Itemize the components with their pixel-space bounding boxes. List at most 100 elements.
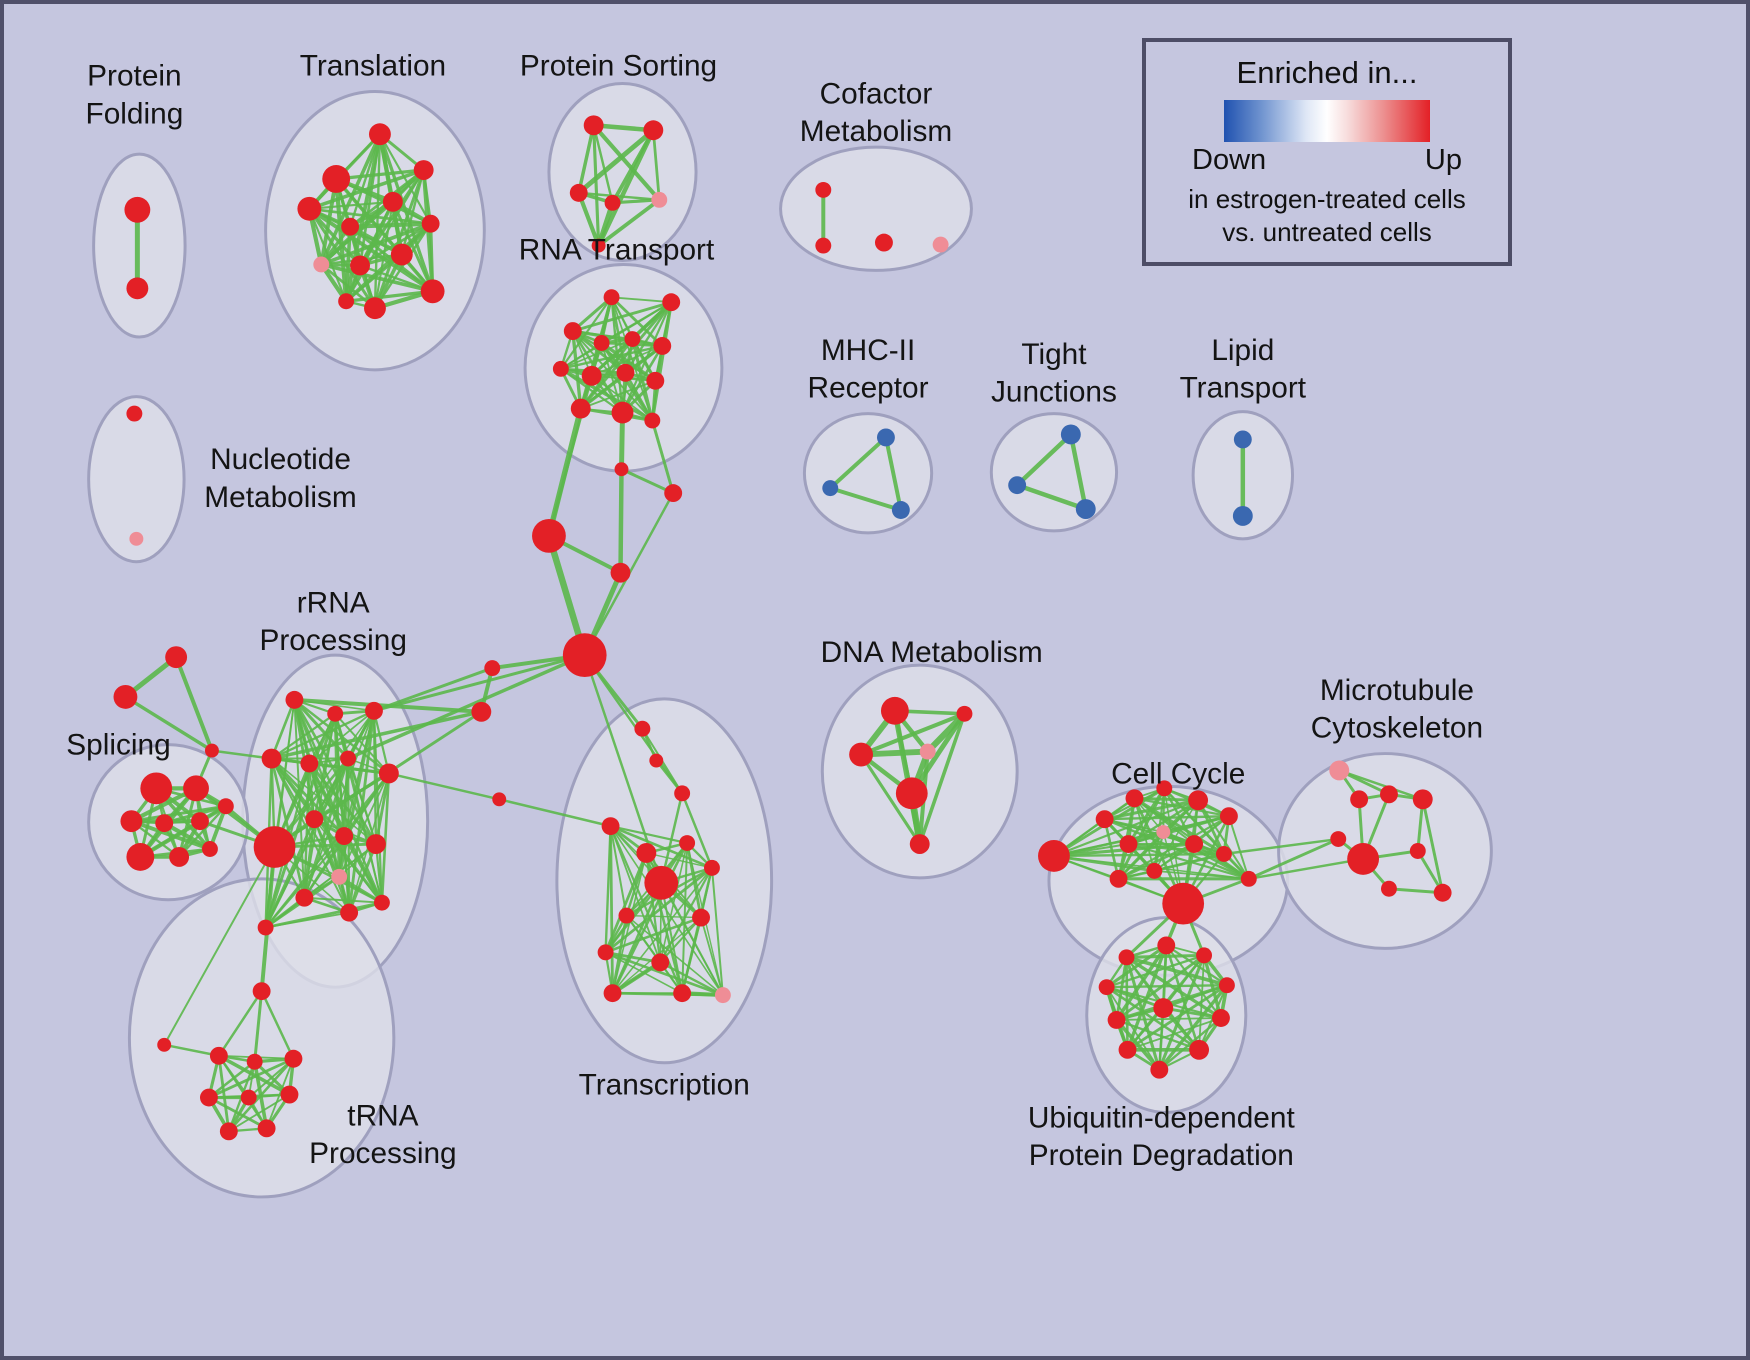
cluster-ellipse-nucleotide-metabolism <box>87 395 186 564</box>
edge-rr1-rr4 <box>270 698 296 760</box>
edge-rr2-rr16 <box>264 712 337 930</box>
edge-rr3-rr8 <box>273 710 375 848</box>
edge-cn5-rr3 <box>372 653 587 713</box>
node-rt6 <box>653 337 672 355</box>
edge-tc8-tc12 <box>659 866 714 964</box>
node-cc8 <box>1119 835 1138 853</box>
edge-rt13-cn2 <box>650 419 675 495</box>
edge-tc7-tc14 <box>660 881 684 995</box>
node-rt5 <box>624 331 641 347</box>
node-lt2 <box>1232 506 1253 526</box>
edge-rt6-rt7 <box>559 344 664 371</box>
node-mc2 <box>1350 790 1369 809</box>
edge-st2-st3 <box>123 695 214 753</box>
node-mc6 <box>1347 843 1380 875</box>
edge-rr13-rr15 <box>303 896 383 904</box>
node-tr7 <box>421 214 440 233</box>
node-dm6 <box>909 834 930 854</box>
node-cf3 <box>875 233 893 252</box>
node-tc12 <box>651 953 670 972</box>
node-mc5 <box>1330 831 1347 848</box>
node-tn1 <box>252 982 271 1001</box>
edge-ps3-ps5 <box>577 191 661 202</box>
edge-rr7-rr15 <box>380 772 391 904</box>
node-ub5 <box>1218 977 1235 994</box>
edge-rr5-rr13 <box>303 762 311 899</box>
node-rr16 <box>257 919 274 936</box>
edge-tr7-tr12 <box>373 222 432 310</box>
cluster-ellipse-trna-processing <box>127 877 396 1199</box>
edge-cc14-mc5 <box>1247 837 1340 881</box>
edge-sp7-sp9 <box>177 805 228 859</box>
node-cc10 <box>1215 846 1232 862</box>
node-cn4 <box>610 562 631 583</box>
edge-rr11-rr15 <box>337 875 384 905</box>
edge-tj2-tj3 <box>1014 482 1088 512</box>
edge-tc12-tc15 <box>659 961 725 997</box>
node-rt13 <box>644 412 661 429</box>
edge-rr9-rr15 <box>313 818 383 904</box>
node-cc13 <box>1162 882 1205 925</box>
node-ub11 <box>1150 1060 1169 1079</box>
cluster-ellipse-tight-junctions <box>989 412 1119 533</box>
cluster-label-rna-transport: RNA Transport <box>519 233 715 266</box>
node-rr13 <box>295 888 314 907</box>
node-rr12 <box>366 834 386 854</box>
node-cn8 <box>492 792 507 807</box>
node-st2 <box>113 684 138 709</box>
edge-tr6-tr8 <box>319 167 426 267</box>
node-tr6 <box>413 160 434 180</box>
node-dm3 <box>849 742 874 767</box>
node-rr11 <box>331 868 348 885</box>
legend-up-label: Up <box>1424 144 1462 176</box>
node-tn5 <box>284 1049 303 1068</box>
edge-ub6-ub8 <box>1115 1017 1222 1021</box>
node-lt1 <box>1233 430 1252 449</box>
edge-dm3-dm6 <box>859 752 922 846</box>
edge-tc11-tc12 <box>604 950 662 964</box>
edge-ub2-ub9 <box>1125 956 1129 1052</box>
node-cc11 <box>1109 869 1128 888</box>
edge-rt1-rt2 <box>610 296 673 304</box>
node-nm1 <box>126 405 143 422</box>
edge-tn2-tn3 <box>162 1043 221 1058</box>
legend-title: Enriched in... <box>1236 55 1418 90</box>
edge-ps1-ps2 <box>591 123 656 133</box>
edge-tn3-tn9 <box>217 1054 231 1133</box>
node-cc12 <box>1146 862 1163 879</box>
edge-rt4-rt7 <box>560 342 603 370</box>
edge-tr8-tr11 <box>319 262 435 294</box>
edge-tc8-tc15 <box>710 866 724 997</box>
legend-subtitle-line2: vs. untreated cells <box>1222 216 1432 247</box>
node-rr14 <box>340 903 359 922</box>
edge-tc3-tc8 <box>680 792 714 870</box>
edge-rr3-rr5 <box>308 709 375 765</box>
edge-cc5-cc14 <box>1197 799 1250 880</box>
edge-cc10-mc5 <box>1222 837 1340 856</box>
node-cf2 <box>815 237 832 254</box>
node-dm2 <box>956 705 973 722</box>
legend: Enriched in... Down Up in estrogen-treat… <box>1142 38 1512 266</box>
edge-ub4-ub5 <box>1105 984 1229 989</box>
node-ub4 <box>1098 979 1115 996</box>
edge-tc12-tc13 <box>610 960 663 996</box>
node-ub8 <box>1212 1009 1230 1027</box>
edge-tr9-tr11 <box>358 264 434 293</box>
edge-tr3-tr9 <box>307 207 362 268</box>
edge-rr9-rr16 <box>264 817 316 929</box>
edge-dm2-dm6 <box>917 712 967 846</box>
node-sp1 <box>140 772 173 805</box>
cluster-label-transcription: Transcription <box>579 1069 750 1102</box>
edge-rr15-rr16 <box>264 901 384 929</box>
edge-rt10-rt11 <box>579 379 657 410</box>
node-rr15 <box>373 894 390 911</box>
node-tc5 <box>636 843 657 863</box>
node-tr3 <box>297 196 322 221</box>
node-tn9 <box>219 1122 238 1141</box>
edge-mh1-mh3 <box>883 435 903 512</box>
edge-rt2-rt9 <box>624 301 673 375</box>
